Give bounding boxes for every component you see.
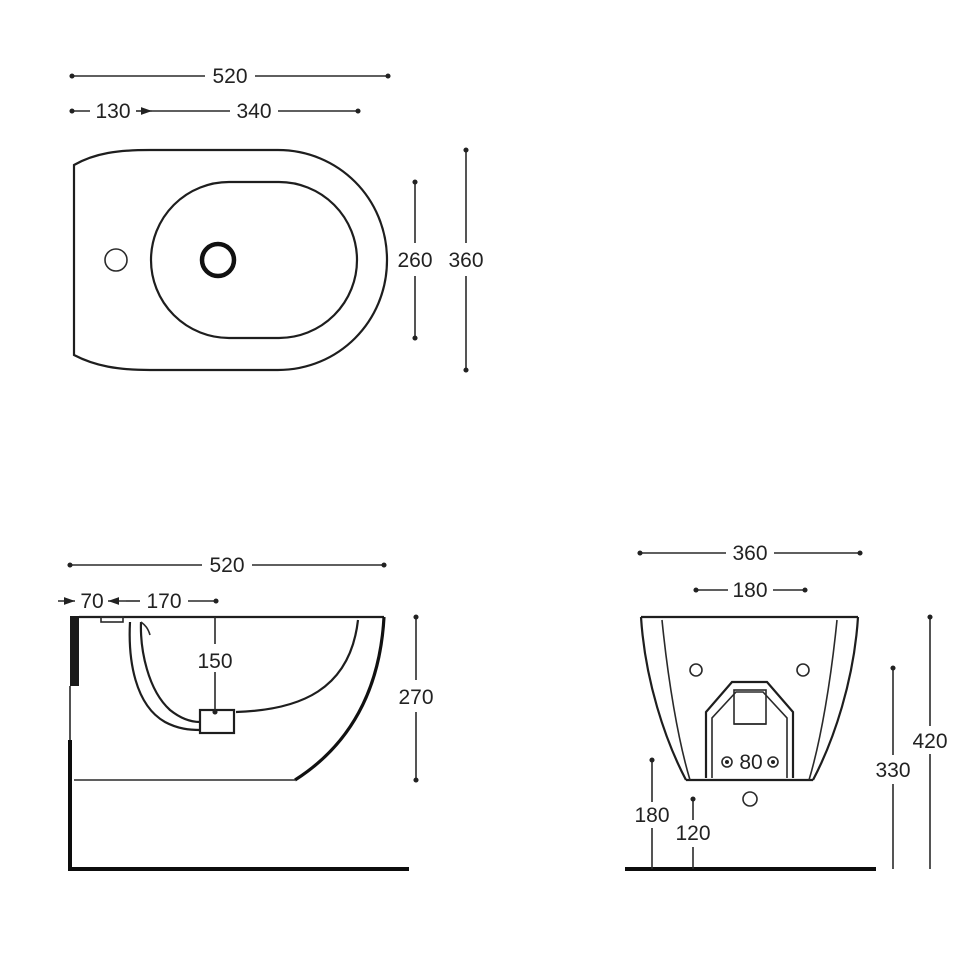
top-view: 520 130 340 260 360	[69, 65, 484, 373]
dim-label-front-180-side: 180	[634, 804, 669, 827]
wall-plate	[70, 616, 79, 686]
dim-label-front-80: 80	[739, 751, 762, 774]
dim-label-side-270: 270	[398, 686, 433, 709]
dim-top-overall-length: 520	[69, 65, 391, 88]
side-drain	[198, 708, 236, 735]
dim-label-top-360: 360	[448, 249, 483, 272]
dim-label-top-130: 130	[95, 100, 130, 123]
dim-label-top-520: 520	[212, 65, 247, 88]
drain-outlet	[199, 241, 237, 279]
fixing-hole-right	[796, 663, 810, 677]
dim-label-front-360: 360	[732, 542, 767, 565]
dim-front-waste-spacing: 80	[739, 751, 762, 774]
side-view: 520 70 170 150 270	[58, 554, 434, 871]
dim-side-bowl-depth: 150	[197, 617, 233, 715]
dim-side-height: 270	[398, 614, 434, 783]
top-outline	[72, 148, 389, 372]
bowl-opening	[149, 180, 359, 340]
dim-top-overall-width: 360	[448, 147, 484, 373]
front-waste-outlet	[742, 791, 758, 807]
front-view: 360 180 80 180 120 330	[625, 542, 948, 871]
dim-front-fixing-height: 180	[634, 757, 670, 869]
dim-front-waste-height: 120	[675, 796, 711, 869]
dim-label-top-260: 260	[397, 249, 432, 272]
dim-front-overall-width: 360	[637, 542, 863, 565]
dim-label-side-150: 150	[197, 650, 232, 673]
dim-front-rim-height: 330	[875, 665, 911, 869]
front-outline	[625, 615, 876, 871]
tap-hole	[104, 248, 128, 272]
dim-front-fixing-spacing: 180	[693, 579, 808, 602]
dim-label-side-520: 520	[209, 554, 244, 577]
dim-label-front-180-top: 180	[732, 579, 767, 602]
dim-label-side-170: 170	[146, 590, 181, 613]
side-outline	[68, 615, 409, 871]
dim-label-top-340: 340	[236, 100, 271, 123]
dim-side-overall-length: 520	[67, 554, 387, 577]
dim-label-front-420: 420	[912, 730, 947, 753]
dim-front-overall-height: 420	[912, 614, 948, 869]
dim-side-wall-offset: 70	[58, 590, 126, 613]
waste-hole-right	[767, 756, 779, 768]
dim-label-side-70: 70	[80, 590, 103, 613]
dim-top-tap-offset: 130	[69, 100, 152, 123]
fixing-hole-left	[689, 663, 703, 677]
dim-side-rim-offset: 170	[126, 590, 219, 613]
dim-top-bowl-width: 260	[397, 179, 433, 341]
waste-hole-left	[721, 756, 733, 768]
dim-top-bowl-length: 340	[152, 100, 361, 123]
dim-label-front-120: 120	[675, 822, 710, 845]
dim-label-front-330: 330	[875, 759, 910, 782]
